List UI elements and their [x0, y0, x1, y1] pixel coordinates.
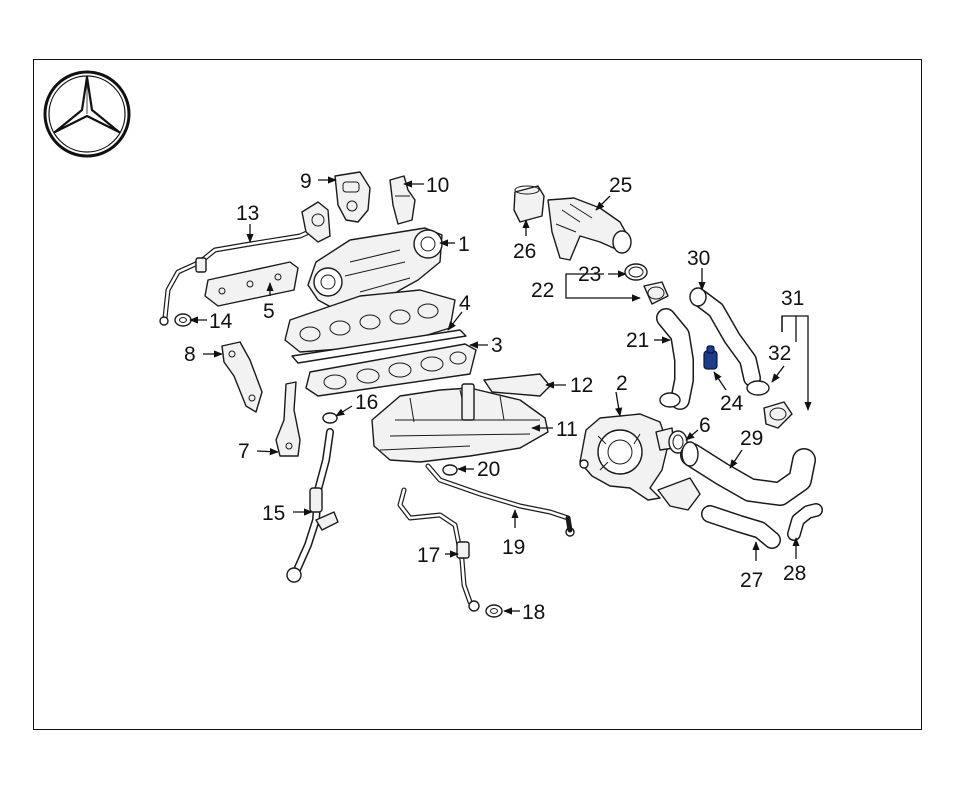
callout-24: 24 [720, 392, 744, 415]
callout-26: 26 [513, 240, 536, 263]
callout-21: 21 [626, 329, 649, 352]
part-30-shape [689, 287, 761, 387]
callout-22: 22 [531, 279, 554, 302]
part-32-shape [746, 380, 770, 396]
part-26-shape [513, 185, 545, 223]
callout-1: 1 [458, 233, 470, 256]
callout-29: 29 [740, 427, 763, 450]
part-21-shape [656, 308, 694, 410]
callout-20: 20 [477, 458, 500, 481]
part-12-shape [483, 373, 551, 397]
callout-2: 2 [616, 372, 628, 395]
part-4-shape [291, 329, 467, 364]
callout-25: 25 [609, 174, 632, 197]
part-24-highlight-icon [703, 345, 718, 370]
part-8-shape [221, 341, 263, 413]
part-13-shape [159, 201, 331, 326]
callout-3: 3 [491, 334, 503, 357]
part-31-shape [763, 401, 793, 429]
callout-9: 9 [300, 170, 312, 193]
callout-27: 27 [740, 569, 763, 592]
callout-18: 18 [522, 601, 545, 624]
callout-11: 11 [556, 418, 578, 441]
part-15-shape [286, 428, 339, 583]
part-18-shape [485, 604, 503, 618]
callout-14: 14 [209, 310, 233, 333]
part-20-shape [442, 464, 458, 476]
part-10-shape [389, 175, 416, 225]
callout-32: 32 [768, 342, 791, 365]
part-2-shape [579, 413, 701, 511]
part-16-shape [322, 412, 338, 424]
part-25-shape [547, 197, 632, 261]
callout-13: 13 [236, 202, 259, 225]
part-11-shape [371, 383, 549, 463]
callout-16: 16 [355, 391, 378, 414]
part-23-shape [624, 263, 648, 281]
part-29-shape [680, 441, 816, 506]
part-3-shape [305, 343, 477, 397]
part-19-shape [425, 463, 575, 537]
callout-8: 8 [184, 343, 196, 366]
callout-4: 4 [459, 292, 471, 315]
part-27-shape [701, 505, 781, 549]
leader-lines [189, 176, 812, 615]
callout-23: 23 [578, 263, 601, 286]
part-22-shape [643, 281, 669, 305]
callout-labels: 1 2 3 4 5 6 7 8 9 10 11 12 13 14 15 16 1… [184, 170, 806, 624]
callout-12: 12 [570, 374, 593, 397]
callout-31: 31 [781, 287, 804, 310]
callout-30: 30 [687, 247, 710, 270]
callout-7: 7 [238, 440, 250, 463]
callout-19: 19 [502, 536, 525, 559]
callout-6: 6 [699, 414, 711, 437]
part-7-shape [275, 381, 301, 457]
part-5-shape [204, 261, 299, 307]
part-14-shape [174, 313, 192, 327]
part-17-shape [397, 487, 480, 612]
mercedes-star-icon [43, 70, 131, 158]
callout-10: 10 [426, 174, 449, 197]
part-1-shape [284, 227, 456, 353]
callout-15: 15 [262, 502, 285, 525]
callout-17: 17 [417, 544, 440, 567]
callout-5: 5 [263, 300, 275, 323]
callout-28: 28 [783, 562, 806, 585]
part-9-shape [334, 171, 371, 223]
part-28-shape [787, 503, 823, 541]
